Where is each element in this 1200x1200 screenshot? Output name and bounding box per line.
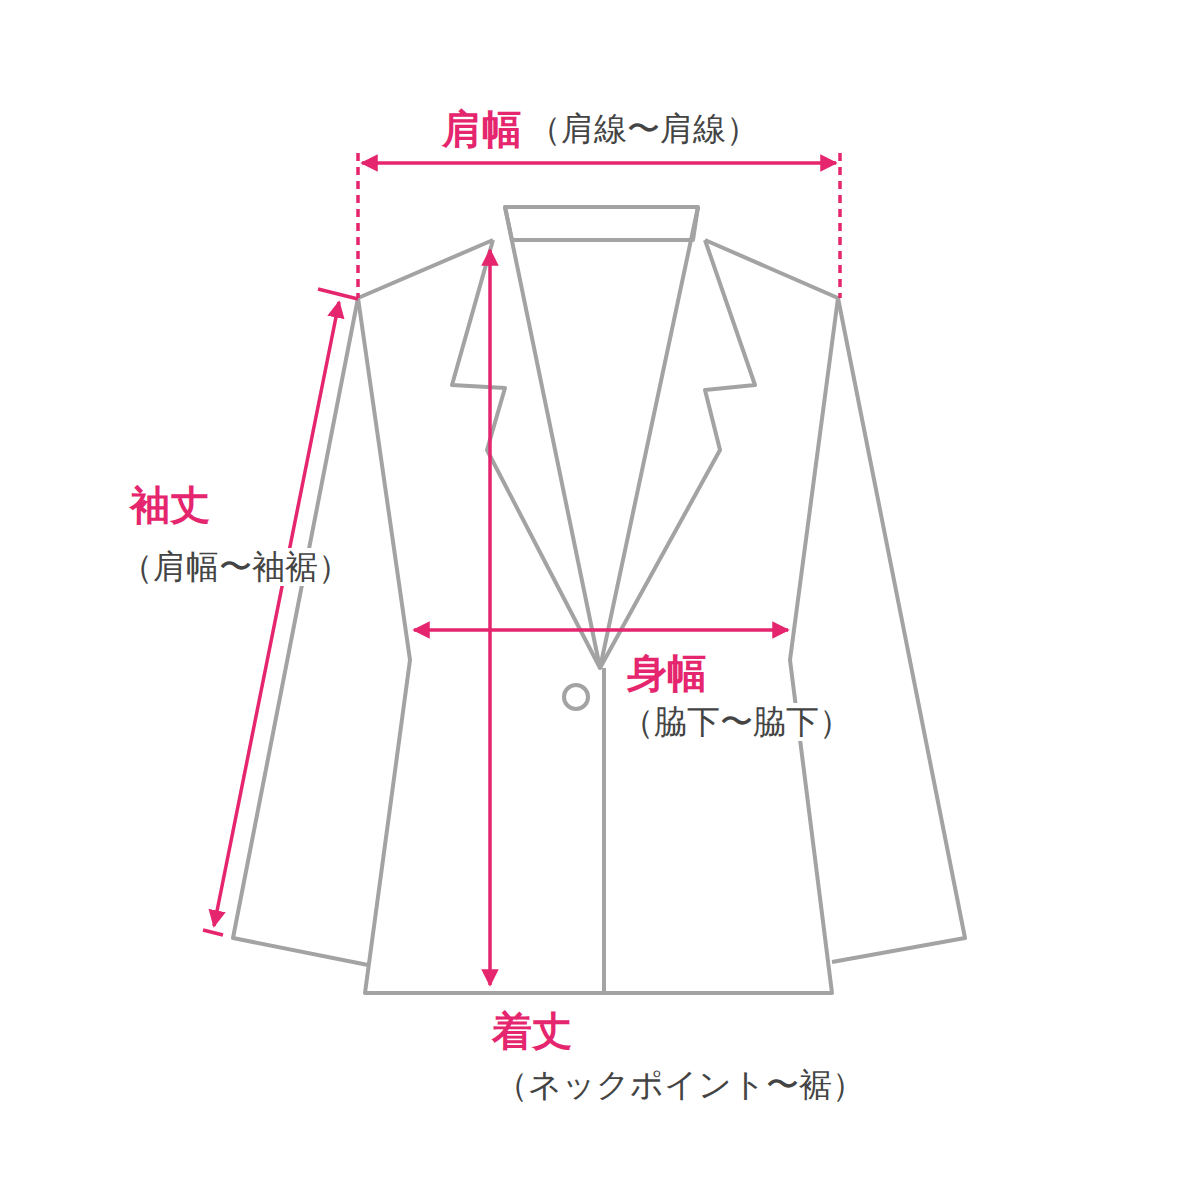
dimension-note: （肩幅〜袖裾） [117, 548, 354, 586]
dimension-name: 身幅 [624, 650, 710, 696]
dimension-name: 袖丈 [127, 482, 213, 528]
dimension-note: （肩線〜肩線） [525, 110, 762, 148]
dimension-note: （脇下〜脇下） [618, 703, 855, 741]
dimension-note: （ネックポイント〜裾） [492, 1066, 868, 1104]
dimension-name: 肩幅 [439, 106, 525, 152]
jacket-outline [233, 207, 965, 993]
dimension-name: 着丈 [489, 1008, 575, 1054]
